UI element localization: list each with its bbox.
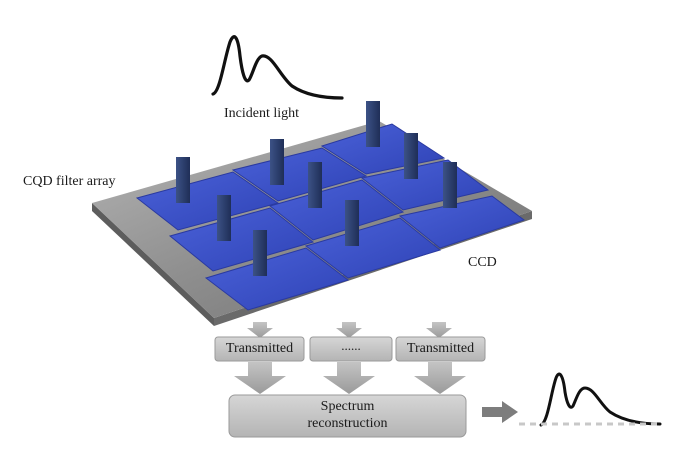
cqd-filter-array-label: CQD filter array [23, 174, 116, 189]
transmitted-box-left [214, 336, 305, 362]
down-arrow-icon [234, 362, 286, 394]
transmitted-left-text: Transmitted [225, 341, 294, 356]
reconstructed-spectrum-curve [539, 372, 662, 427]
light-pillar [404, 133, 418, 179]
spectrum-reconstruction-line2: reconstruction [307, 416, 388, 431]
light-pillar [253, 230, 267, 276]
light-pillar [176, 157, 190, 203]
light-pillars [176, 101, 457, 276]
light-pillar [443, 162, 457, 208]
spectrum-reconstruction-box [228, 394, 467, 438]
light-pillar [345, 200, 359, 246]
input-arrows [247, 322, 452, 338]
right-arrow-icon [482, 401, 518, 423]
ccd-slab-side [92, 203, 214, 326]
ccd-label: CCD [468, 255, 497, 270]
down-arrow-icon [426, 322, 452, 338]
filter-tile [168, 207, 315, 272]
filter-tile [268, 179, 405, 241]
light-pillar [308, 162, 322, 208]
filter-tile [204, 247, 350, 311]
down-arrow-icon [323, 362, 375, 394]
filter-tile [398, 195, 526, 249]
incident-spectrum-curve [211, 35, 344, 100]
down-arrow-icon [414, 362, 466, 394]
spectrum-reconstruction-line1: Spectrum [320, 399, 375, 414]
down-arrow-icon [336, 322, 362, 338]
transmitted-right-text: Transmitted [406, 341, 475, 356]
down-arrow-icon [247, 322, 273, 338]
cqd-filter-tiles [135, 123, 526, 311]
light-pillar [217, 195, 231, 241]
light-pillar [270, 139, 284, 185]
filter-tile [135, 171, 280, 231]
transmitted-box-right [395, 336, 486, 362]
output-arrows [234, 362, 466, 394]
incident-light-label: Incident light [224, 106, 300, 121]
filter-tile [304, 217, 442, 279]
filter-tile [231, 147, 368, 202]
middle-ellipsis-text: ...... [341, 338, 361, 353]
ellipsis-box-middle [309, 336, 393, 362]
light-pillar [366, 101, 380, 147]
